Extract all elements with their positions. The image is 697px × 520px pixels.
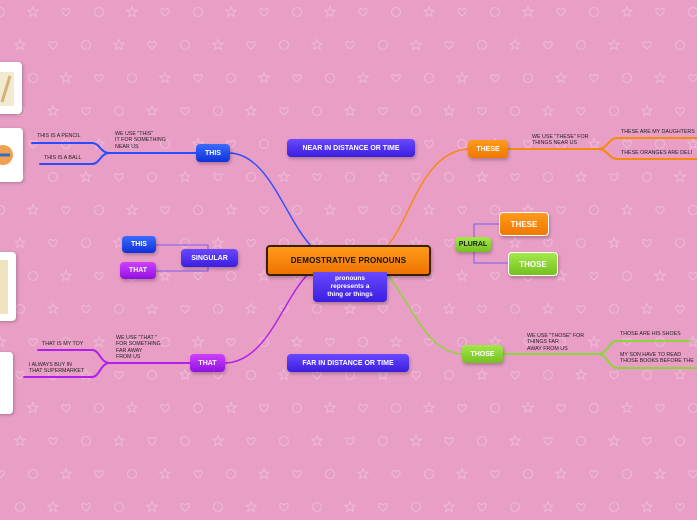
singular-this-node[interactable]: THIS bbox=[122, 236, 156, 253]
those-rule-note: WE USE "THOSE" FOR THINGS FAR AWAY FROM … bbox=[527, 333, 585, 352]
link-root-these bbox=[384, 148, 469, 249]
plural-node[interactable]: PLURAL bbox=[455, 237, 491, 252]
these-example-1: THESE ARE MY DAUGHTERS bbox=[621, 129, 695, 135]
link-root-that bbox=[224, 269, 314, 364]
image-card-toy bbox=[0, 252, 16, 321]
that-branch-node[interactable]: THAT bbox=[190, 354, 225, 372]
these-branch-node[interactable]: THESE bbox=[468, 140, 508, 158]
this-branch-node[interactable]: THIS bbox=[196, 144, 230, 162]
image-card-pencil bbox=[0, 62, 22, 114]
these-example-2: THESE ORANGES ARE DELI bbox=[621, 150, 692, 156]
that-example-2: I ALWAYS BUY IN THAT SUPERMARKET bbox=[29, 362, 85, 375]
root-node[interactable]: DEMOSTRATIVE PRONOUNS bbox=[266, 245, 431, 276]
this-example-2: THIS IS A BALL bbox=[44, 155, 82, 161]
far-node[interactable]: FAR IN DISTANCE OR TIME bbox=[287, 354, 409, 372]
image-card-ball bbox=[0, 128, 23, 182]
those-example-1: THOSE ARE HIS SHOES bbox=[620, 331, 681, 337]
this-rule-note: WE USE "THIS" IT FOR SOMETHING NEAR US bbox=[115, 131, 166, 150]
those-example-2: MY SON HAVE TO READ THOSE BOOKS BEFORE T… bbox=[620, 352, 694, 365]
link-root-this bbox=[229, 152, 314, 249]
image-card-supermarket bbox=[0, 352, 13, 414]
those-branch-node[interactable]: THOSE bbox=[462, 345, 503, 363]
near-node[interactable]: NEAR IN DISTANCE OR TIME bbox=[287, 139, 415, 157]
plural-those-node[interactable]: THOSE bbox=[508, 252, 558, 276]
plural-these-node[interactable]: THESE bbox=[499, 212, 549, 236]
link-root-those bbox=[384, 271, 463, 355]
that-example-1: THAT IS MY TOY bbox=[42, 341, 84, 347]
singular-that-node[interactable]: THAT bbox=[120, 262, 156, 279]
singular-node[interactable]: SINGULAR bbox=[181, 249, 238, 267]
that-rule-note: WE USE "THAT " FOR SOMETHING FAR AWAY FR… bbox=[116, 335, 161, 361]
definition-node[interactable]: pronouns represents a thing or things bbox=[313, 272, 387, 302]
this-example-1: THIS IS A PENCIL bbox=[37, 133, 81, 139]
these-rule-note: WE USE "THESE" FOR THINGS NEAR US bbox=[532, 134, 589, 147]
